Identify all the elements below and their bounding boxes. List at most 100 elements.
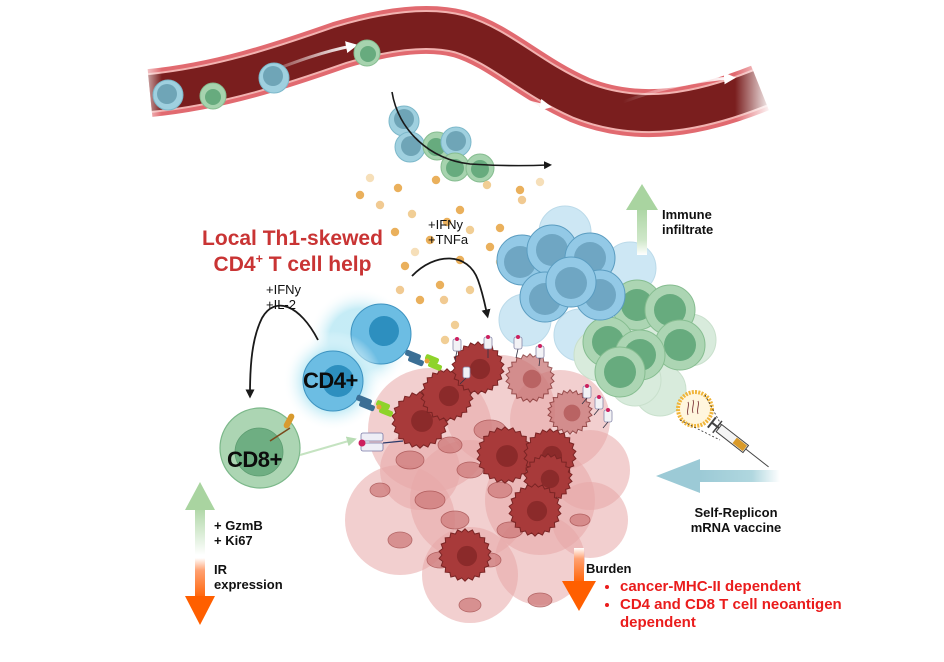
cytokines-infiltrate: +IFNy +TNFa [428, 217, 469, 248]
cytokine-dot [410, 247, 420, 257]
tumor-fragment [395, 450, 425, 470]
mhc-ii-icon [513, 335, 523, 359]
cytokine-dot [375, 200, 385, 210]
flow-arrow-icon [439, 70, 552, 111]
tumor-fragment [387, 531, 413, 549]
blood-t-cell-green [353, 39, 381, 67]
tumor-fragment [414, 490, 446, 510]
tumor-fragment [437, 436, 463, 454]
immune-infiltrate-label: Immune infiltrate [662, 207, 714, 237]
cytokine-dot [365, 173, 375, 183]
title-line-1: Local Th1-skewed [202, 227, 383, 250]
tumor-fragment [456, 461, 484, 479]
title-line-2: CD4+ T cell help [213, 252, 372, 277]
immune-infiltrate-up-arrow-icon [626, 184, 658, 255]
burden-bullet: CD4 and CD8 T cell neoantigen dependent [620, 596, 890, 632]
cytokine-dot [355, 190, 365, 200]
cytokine-dot [465, 225, 475, 235]
cancer-cell [547, 389, 593, 435]
tcr-icon [405, 349, 424, 367]
burden-bullet-list: cancer-MHC-II dependent CD4 and CD8 T ce… [598, 578, 890, 632]
extravasating-t-cells [388, 91, 552, 183]
cytokine-label: +IFNy [266, 282, 302, 297]
mhc-ii-icon [535, 344, 545, 367]
cytokine-dot [425, 235, 435, 245]
blood-vessel [140, 5, 770, 138]
cytokine-dot [442, 217, 452, 227]
cytokine-dot [517, 195, 527, 205]
cd4-cluster [496, 224, 626, 323]
cancer-cell [451, 341, 505, 395]
syringe-icon [707, 416, 769, 468]
cytokine-dot [482, 180, 492, 190]
cytokine-dot [515, 185, 525, 195]
tumor-fragment [487, 481, 513, 499]
cd4-t-cell-lower [283, 331, 394, 431]
immune-infiltrate-cluster [496, 205, 717, 417]
mhc-receptors [358, 335, 613, 452]
mhc-ii-synapse-icon [375, 400, 394, 417]
gzmb-ki67-up-arrow-icon [185, 482, 215, 555]
cytokines-cd4-to-cd8: +IFNy +IL-2 [266, 282, 302, 313]
extravasation-arrow-icon [391, 91, 552, 170]
tumor-mass [345, 341, 630, 623]
burden-bullet: cancer-MHC-II dependent [620, 578, 890, 596]
tumor-fragment [458, 597, 482, 613]
burden-down-arrow-icon [562, 548, 596, 611]
cytokine-dot [393, 183, 403, 193]
cd8-upregulated-label: + GzmB + Ki67 [214, 518, 263, 548]
flow-arrow-icon [622, 72, 736, 104]
cytokine-dot [485, 242, 495, 252]
cytokine-label: +TNFa [428, 231, 469, 247]
burden-label: Burden [586, 561, 632, 576]
blood-t-cell-green [199, 82, 227, 110]
blood-t-cell-blue [258, 62, 290, 94]
cytokine-dot [439, 295, 449, 305]
cytokine-dot [465, 285, 475, 295]
cd4-label: CD4+ [303, 368, 358, 393]
cytokine-dot [495, 223, 505, 233]
cytokine-dot [415, 295, 425, 305]
vaccine-label: Self-Replicon mRNA vaccine [690, 505, 782, 535]
cytokine-dot [535, 177, 545, 187]
tumor-fragment [527, 592, 553, 608]
cytokine-label: +IL-2 [266, 296, 296, 312]
infiltrate-to-tumor-arrow-icon [411, 257, 491, 319]
cytokine-dot [450, 320, 460, 330]
tcr-icon [356, 394, 375, 412]
tumor-fragment [440, 510, 470, 530]
cd8-label: CD8+ [227, 447, 282, 472]
mhc-i-icon [358, 432, 404, 452]
cytokine-dot [407, 209, 417, 219]
tumor-fragment [369, 482, 391, 498]
mhc-ii-icon [452, 337, 462, 361]
mhc-ii-icon [593, 395, 604, 416]
cancer-cell [438, 528, 492, 582]
mhc-ii-synapse-icon [424, 354, 443, 371]
cytokine-dot [431, 175, 441, 185]
cytokine-dot [400, 261, 410, 271]
cancer-cell [476, 426, 534, 484]
cd8-t-cell [219, 407, 357, 489]
cd4-to-cd8-arrow-icon [245, 304, 319, 399]
blood-t-cell-blue [152, 79, 184, 111]
figure-title: Local Th1-skewed CD4+ T cell help [180, 226, 405, 279]
vaccine-injection [656, 390, 780, 493]
cancer-cell [508, 483, 562, 537]
tumor-stroma [380, 430, 460, 510]
mhc-ii-icon [581, 384, 592, 405]
ir-expression-down-arrow-icon [185, 558, 215, 625]
vaccine-left-arrow-icon [656, 459, 780, 493]
tcr-cd8-icon [269, 413, 295, 442]
cytokine-dot [440, 335, 450, 345]
cytokine-dot [390, 227, 400, 237]
mhc-ii-icon [602, 408, 613, 429]
ir-expression-label: IR expression [214, 562, 283, 592]
cytokine-dot [455, 205, 465, 215]
lipid-nanoparticle-icon [676, 390, 714, 428]
cytokine-label: +IFNy [428, 217, 464, 232]
cytokine-dot [395, 285, 405, 295]
cytokine-particles [355, 173, 545, 345]
tumor-fragment [569, 513, 591, 527]
